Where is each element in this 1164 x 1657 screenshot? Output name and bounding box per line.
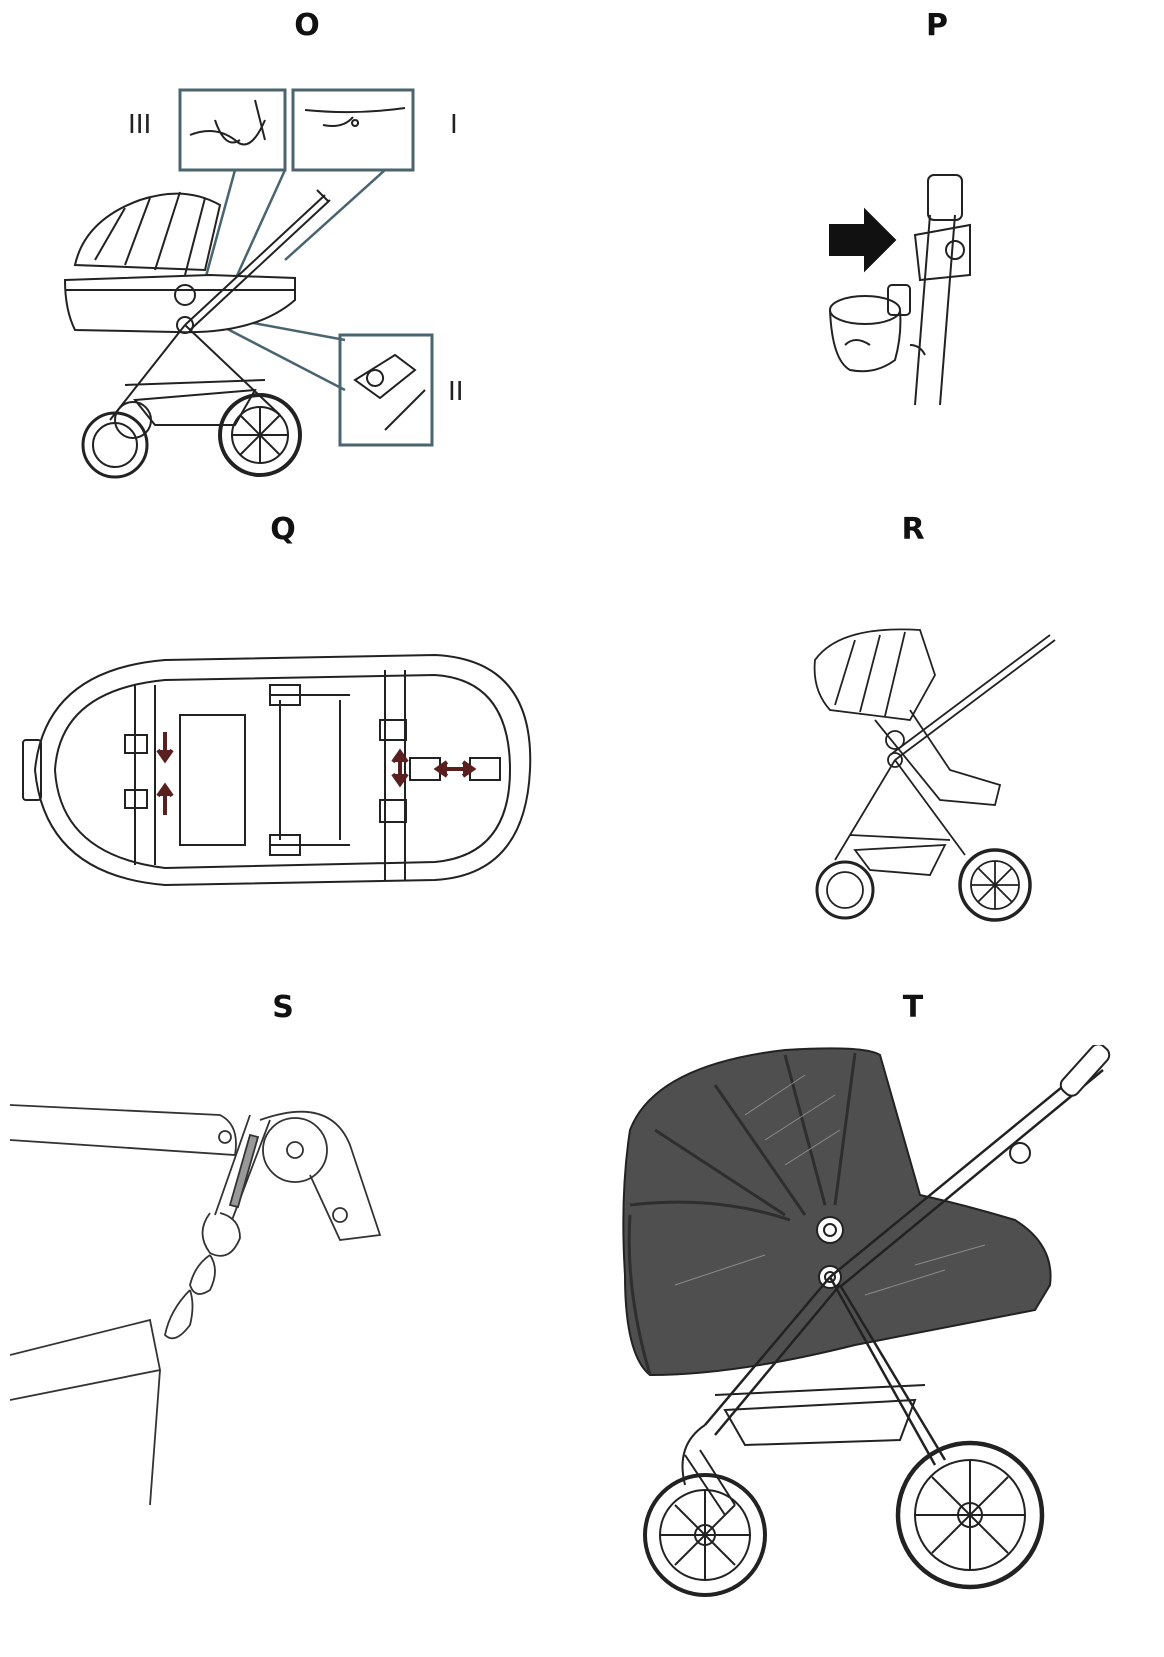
strap-arrow-icon [156,732,409,815]
stroller-carrycot-illustration [63,88,434,479]
panel-label-r: R [901,512,925,547]
strap-hinge-illustration [10,1104,382,1506]
panel-label-o: O [294,8,320,43]
callout-label-iii: III [128,108,152,139]
callout-frame-iii [178,88,287,172]
callout-frame-ii [338,333,434,447]
callout-label-i: I [450,108,458,139]
arrow-right-icon [829,207,897,273]
cup-holder-illustration [829,174,971,406]
callout-frame-i [291,88,415,172]
panel-label-q: Q [270,512,296,547]
stroller-seat-illustration [813,628,1056,922]
callout-label-ii: II [448,375,464,406]
double-arrow-icon [433,760,477,778]
panel-label-s: S [272,990,294,1025]
carrycot-straps-illustration [22,653,532,887]
panel-label-p: P [926,8,948,43]
stroller-cover-illustration [622,1045,1111,1597]
panel-label-t: T [902,990,924,1025]
